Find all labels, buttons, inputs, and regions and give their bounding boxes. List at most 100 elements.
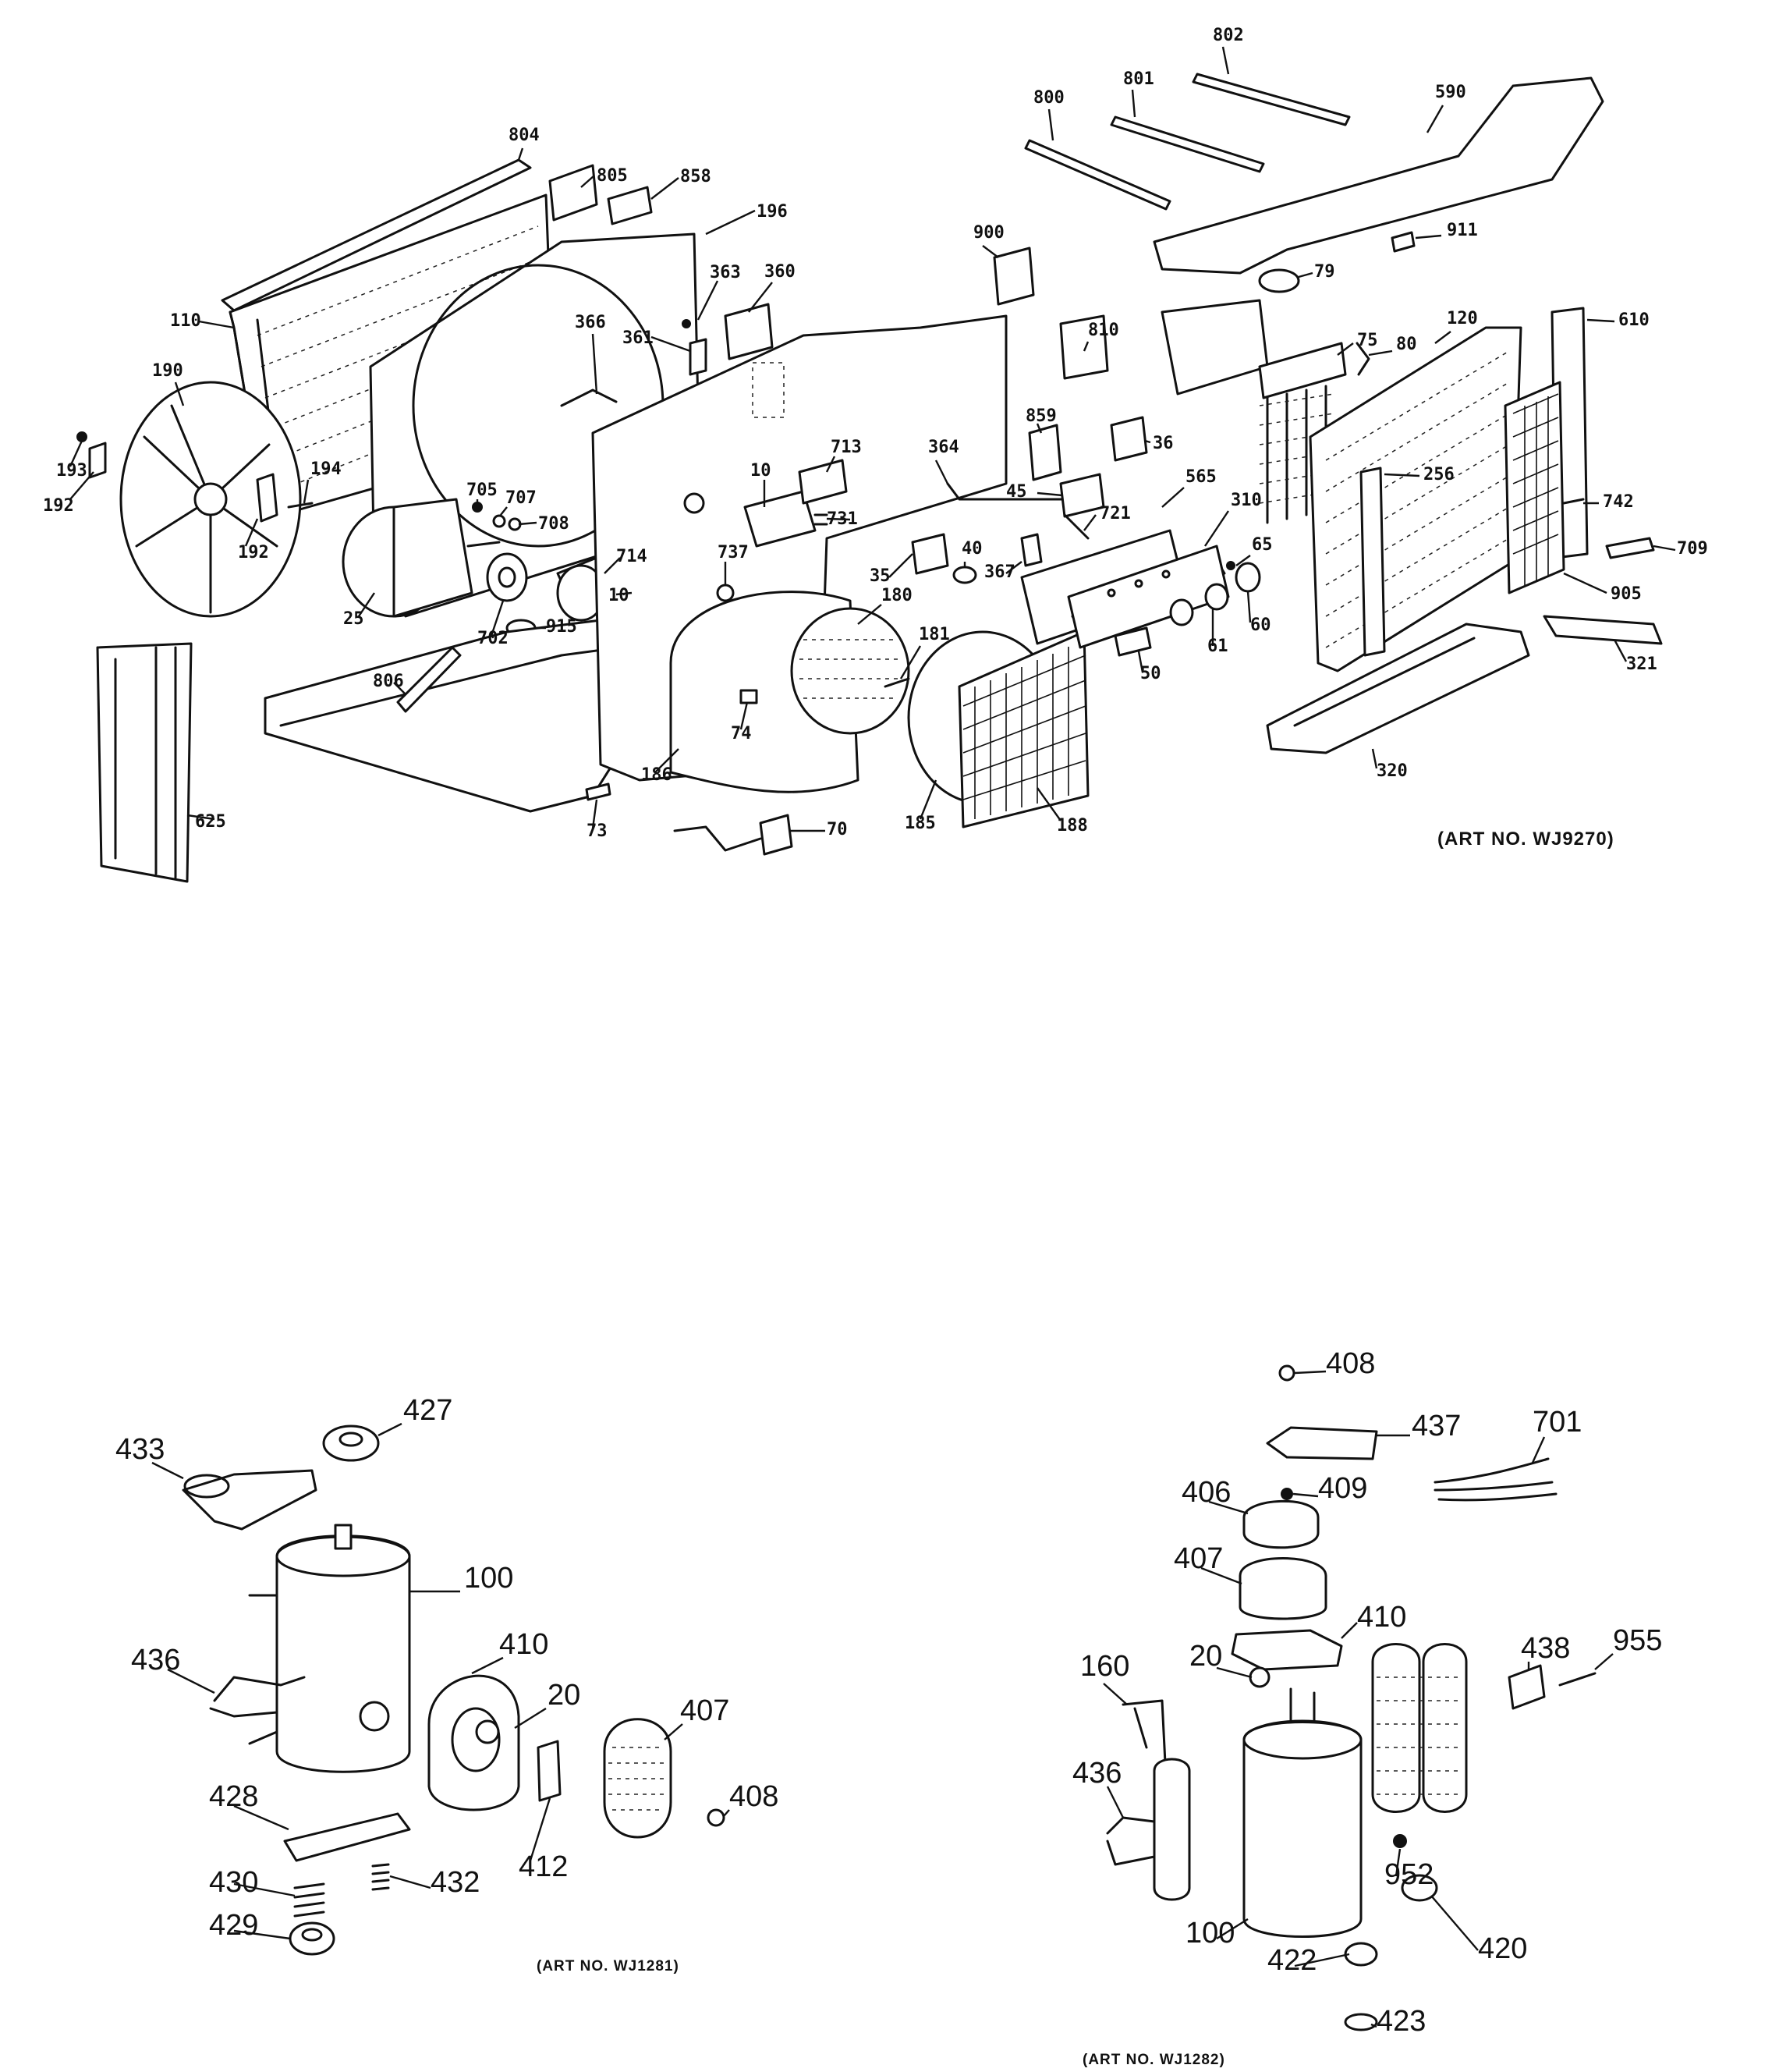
callout-955: 955 [1613,1624,1662,1657]
callout-20: 20 [1189,1640,1222,1673]
callout-737: 737 [718,543,749,562]
callout-800: 800 [1033,88,1065,108]
callout-701: 701 [1533,1406,1582,1439]
part-420-mount [1401,1874,1438,1902]
callout-35: 35 [870,566,891,586]
callout-leader-192 [69,471,94,500]
callout-193: 193 [56,461,87,481]
callout-leader-590 [1426,105,1444,133]
callout-361: 361 [622,328,654,348]
part-952 [1393,1834,1407,1848]
art-number-right: (ART NO. WJ1282) [1083,2052,1225,2068]
part-900 [993,247,1035,306]
part-194-screw [287,502,314,509]
callout-80: 80 [1396,335,1417,354]
callout-10: 10 [608,586,629,605]
callout-75: 75 [1357,331,1378,350]
callout-194: 194 [310,459,342,479]
callout-leader-412 [529,1797,551,1861]
part-742 [1562,498,1585,505]
callout-79: 79 [1314,262,1335,282]
callout-181: 181 [919,625,950,644]
callout-436: 436 [1072,1757,1122,1790]
part-181 [884,677,910,688]
callout-leader-429 [233,1929,291,1940]
callout-360: 360 [764,262,796,282]
part-709-bracket [1605,537,1655,559]
main-assembly [76,73,1663,883]
part-367-bracket [1020,533,1043,567]
callout-leader-80 [1368,349,1393,357]
callout-leader-185 [919,779,937,820]
callout-leader-188 [1037,787,1061,821]
callout-905: 905 [1611,584,1642,604]
callout-leader-73 [591,799,598,829]
callout-leader-367 [1005,561,1022,574]
callout-900: 900 [973,223,1005,243]
part-721 [1063,513,1090,540]
callout-196: 196 [757,202,788,222]
callout-leader-709 [1653,545,1676,552]
callout-leader-610 [1586,318,1615,323]
callout-565: 565 [1185,467,1217,487]
part-320-drain [1266,623,1530,754]
part-364-rod [946,482,1070,501]
part-75-heater-block [1258,342,1347,399]
callout-leader-409 [1292,1492,1319,1498]
callout-leader-713 [825,456,836,473]
callout-430: 430 [209,1866,258,1899]
callout-leader-320 [1371,748,1378,769]
part-701-harness [1434,1457,1558,1502]
callout-911: 911 [1447,221,1478,240]
callout-leader-35 [888,553,913,578]
callout-leader-427 [377,1422,402,1437]
callout-804: 804 [509,126,540,145]
part-61-knob [1204,583,1229,611]
part-804-bracket [221,158,532,312]
callout-leader-420 [1430,1895,1479,1951]
callout-742: 742 [1603,492,1634,512]
callout-409: 409 [1318,1472,1367,1505]
callout-321: 321 [1626,655,1657,674]
part-321-bracket [1543,615,1663,645]
callout-leader-25 [358,592,375,617]
callout-420: 420 [1478,1932,1527,1965]
part-65 [1226,561,1235,570]
part-707 [492,514,506,528]
callout-410: 410 [499,1628,548,1661]
callout-leader-430 [233,1882,296,1897]
callout-leader-423 [1370,2023,1377,2028]
callout-leader-410 [471,1656,504,1675]
callout-leader-436 [1106,1786,1125,1818]
part-427-grommet [322,1424,380,1462]
part-905-filter [1504,381,1565,594]
callout-leader-702 [490,600,505,637]
part-193 [76,431,87,442]
callout-320: 320 [1377,761,1408,781]
callout-leader-74 [739,701,749,730]
part-412-clip [537,1740,562,1802]
callout-367: 367 [984,562,1015,582]
callout-leader-436 [167,1668,215,1694]
part-70-harness [673,825,762,852]
part-409 [1281,1488,1293,1500]
callout-915: 915 [546,617,577,637]
shroud-cover [1161,299,1269,396]
callout-leader-36 [1144,439,1151,444]
callout-65: 65 [1252,535,1273,555]
art-number-left: (ART NO. WJ1281) [537,1958,679,1974]
part-429-grommet [289,1921,335,1956]
part-422-mount [1344,1942,1378,1967]
callout-731: 731 [827,509,858,529]
callout-60: 60 [1250,616,1271,635]
part-810-plate [1059,314,1109,380]
callout-100: 100 [1185,1917,1235,1950]
callout-leader-406 [1208,1500,1249,1515]
callout-721: 721 [1100,504,1131,523]
callout-363: 363 [710,263,741,282]
part-806-bracket [396,646,462,713]
callout-364: 364 [928,438,959,457]
callout-leader-408 [723,1809,730,1817]
part-10-capacitor-b [743,490,817,548]
part-408 [707,1808,725,1827]
